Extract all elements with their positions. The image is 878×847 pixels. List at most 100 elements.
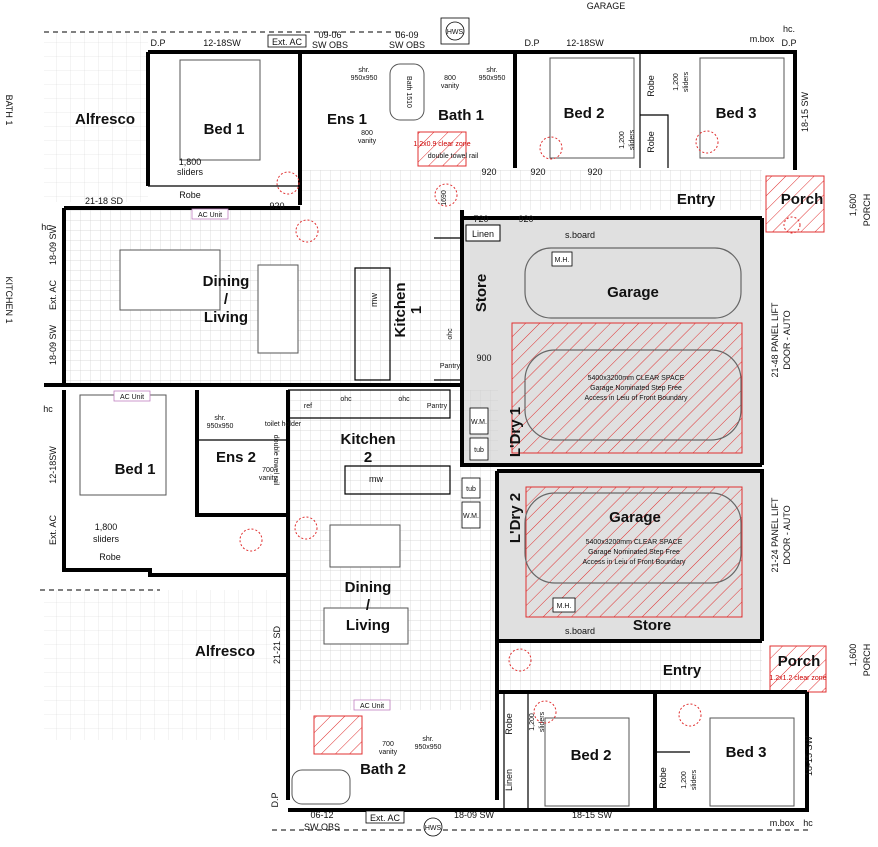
boundary [40,31,810,831]
note-shr3-dim: 950x950 [207,423,234,430]
side-label-kitchen: KITCHEN 1 [4,276,14,323]
room-ldry2: L'Dry 2 [507,493,524,543]
note-vanity800-a: 800 [444,75,456,82]
entry-top-tiles [300,170,762,210]
note-sw-obs2-a: 06-09 [395,30,418,40]
top-label-garage: GARAGE [587,1,626,11]
note-sliders-bed2b-a: 1,200 [529,713,536,731]
note-sliders-bed3b-a: 1,200 [681,771,688,789]
note-linen-top: Linen [472,229,494,239]
room-bed1-top: Bed 1 [204,121,245,138]
clear-space-top [511,322,743,454]
note-d920-b: 920 [481,167,496,177]
note-linen-bot: Linen [504,769,514,791]
note-panel-lift-top-b: DOOR - AUTO [782,310,792,369]
smoke-detector-icons [239,130,801,727]
note-clear-bot-a: 5400x3200mm CLEAR SPACE [586,539,683,546]
note-shr3: shr. [214,415,225,422]
bath2-clear-zone [313,715,363,755]
note-sliders-bed3-b: sliders [683,71,690,92]
annotations: GARAGE BATH 1 KITCHEN 1 PORCH 1,600 PORC… [4,1,872,837]
note-clear-zone-porch: 1.2x1.2 clear zone [769,675,826,682]
note-sw-18-15-bot: 18-15 SW [804,735,814,776]
note-dp-tr: D.P [781,38,796,48]
room-labels: Alfresco Bed 1 Ens 1 Bath 1 Bed 2 Bed 3 … [75,105,823,778]
note-vanity700-a: 700 [262,467,274,474]
note-shr4-dim: 950x950 [415,744,442,751]
note-sw-18-09-bot: 18-09 SW [454,810,495,820]
room-dining-top: Dining [203,273,250,290]
note-d900: 900 [476,353,491,363]
note-hws-top: HWS [447,29,464,36]
porch-bottom-zone [769,645,827,693]
note-d920-c: 920 [530,167,545,177]
room-kitchen1-num: 1 [408,306,425,314]
note-vanity700-b: vanity [259,475,278,482]
note-sliders-bed2-b: sliders [629,129,636,150]
room-ens2: Ens 2 [216,449,256,466]
note-clear-zone: 1.2x0.9 clear zone [413,141,470,148]
note-sliders-bed2b-b: sliders [539,711,546,732]
note-vanity800-b: vanity [441,83,460,90]
note-pantry-top: Pantry [440,363,461,370]
note-d920-a: 920 [269,201,284,211]
room-bed3-top: Bed 3 [716,105,757,122]
room-ldry1: L'Dry 1 [507,407,524,457]
note-win-bed2-top: 12-18SW [566,38,604,48]
note-dim-1690: 1690 [441,190,448,206]
note-sw-obs1-a: 09-06 [318,30,341,40]
note-panel-lift-bot-b: DOOR - AUTO [782,505,792,564]
note-shr2: shr. [486,67,497,74]
room-entry-top: Entry [677,191,716,208]
note-mbox-top: m.box [750,34,775,44]
clear-space-bottom [525,486,743,618]
note-sw-06-12-a: 06-12 [310,810,333,820]
note-mh-top: M.H. [555,257,570,264]
note-ext-ac-top: Ext. AC [272,37,303,47]
room-kitchen1: Kitchen [392,282,409,337]
note-ext-ac-l: Ext. AC [48,279,58,310]
note-mh-bot: M.H. [557,603,572,610]
room-bed1-bottom: Bed 1 [115,461,156,478]
note-hws-bot: HWS [425,825,442,832]
room-bath1: Bath 1 [438,107,484,124]
note-tub-bot: tub [466,486,476,493]
room-store-bottom: Store [633,617,671,634]
room-ens1: Ens 1 [327,111,367,128]
room-store-top: Store [473,274,490,312]
note-sd-21-21: 21-21 SD [272,625,282,664]
room-entry-bottom: Entry [663,662,702,679]
room-porch-bottom: Porch [778,653,821,670]
note-sliders-bed3-a: 1,200 [673,73,680,91]
note-sw-obs1-b: SW OBS [312,40,348,50]
room-slash-top: / [224,291,229,308]
note-vanity800-c: 800 [361,130,373,137]
note-robe-bed2b: Robe [504,713,514,735]
note-vanity700-c: 700 [382,741,394,748]
thin-lines [148,52,690,810]
note-vanity700-d: vanity [379,749,398,756]
room-bed2-bottom: Bed 2 [571,747,612,764]
note-ac-unit-bot: AC Unit [360,703,384,710]
note-vanity800-d: vanity [358,138,377,145]
note-shr1: shr. [358,67,369,74]
note-ext-ac-bot: Ext. AC [370,813,401,823]
note-robe-bed2: Robe [646,75,656,97]
note-sw-12-18-l: 12-18SW [48,446,58,484]
room-bed3-bottom: Bed 3 [726,744,767,761]
porch-top-zone [765,175,825,233]
alfresco-bottom-area [44,590,288,740]
note-sw-18-15-top: 18-15 SW [800,91,810,132]
note-ref: ref [304,403,312,410]
note-robe-bed3b: Robe [658,767,668,789]
note-ext-ac-l2: Ext. AC [48,514,58,545]
note-hc-br: hc [803,818,813,828]
cars [524,247,742,584]
room-kitchen2-num: 2 [364,449,372,466]
note-sw-18-15-bot2: 18-15 SW [572,810,613,820]
note-sd-21-18: 21-18 SD [85,196,124,206]
note-bed1b-sliders-a: 1,800 [95,522,118,532]
note-bed1b-sliders-b: sliders [93,534,120,544]
note-sboard-top: s.board [565,230,595,240]
